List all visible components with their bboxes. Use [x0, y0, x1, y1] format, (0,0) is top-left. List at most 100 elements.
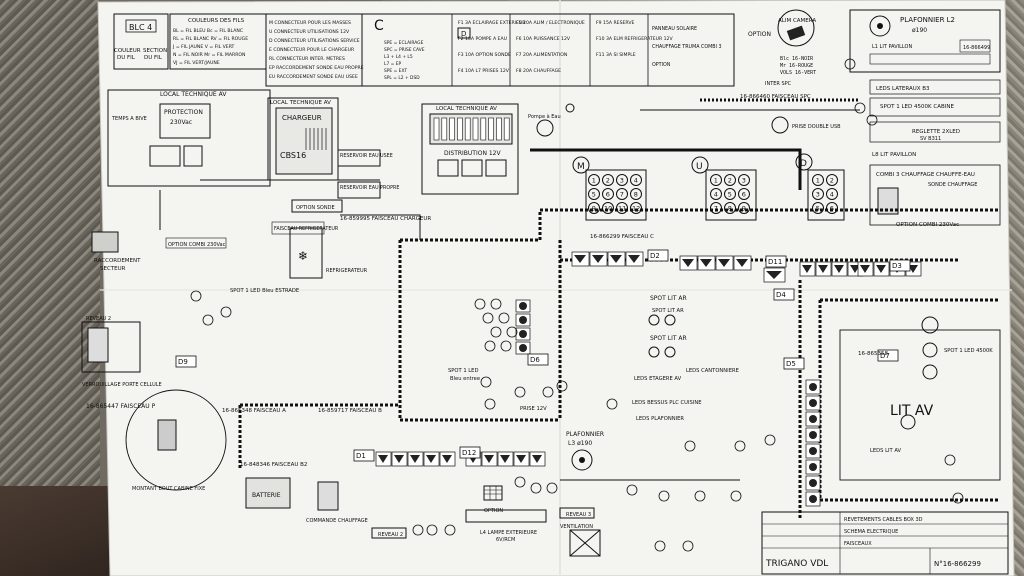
ground-circle: [426, 524, 438, 536]
fuse-aux-label: PANNEAU SOLAIRE: [652, 26, 697, 32]
raccordement: RACCORDEMENT: [94, 258, 141, 264]
terminal-screw: [532, 455, 542, 463]
terminal-screw: [818, 265, 828, 273]
chargeur-model: CBS16: [280, 151, 306, 160]
connector-pin: [724, 188, 736, 200]
connector-pin: [724, 174, 736, 186]
svg-text:OPTION COMBI 230Vac: OPTION COMBI 230Vac: [168, 242, 226, 248]
plafonnier-l2-size: ø190: [912, 27, 927, 34]
ground-circle: [444, 524, 456, 536]
fuse-extra-line: L7 = EP: [384, 61, 401, 67]
connector-pin: [738, 188, 750, 200]
batterie-block: BATTERIE: [245, 477, 291, 509]
plafonnier-l3: PLAFONNIER L3 ø190: [566, 431, 604, 471]
d-label-box: [773, 288, 795, 301]
d-label-box: [175, 355, 197, 368]
ground-circle: [482, 312, 494, 324]
connector-code-line: D CONNECTEUR UTILISATIONS SERVICE: [269, 38, 360, 44]
connector-pin-label: 6: [606, 191, 610, 199]
pompe-block: Pompe à Eau: [528, 103, 575, 137]
misc-symbols: [190, 58, 964, 552]
fuse-entry: F3 10A OPTION SONDE: [458, 52, 511, 58]
terminal-screw: [809, 431, 817, 439]
fuse-slot: [457, 117, 463, 141]
connector-pin: [630, 188, 642, 200]
connector-pin-label: 12: [632, 205, 640, 213]
ground-circle: [220, 306, 232, 318]
d-label: D1: [356, 452, 366, 460]
light-label: SPOT LIT AR: [652, 308, 684, 314]
pompe: Pompe à Eau: [528, 113, 561, 120]
svg-text:❄: ❄: [298, 249, 308, 263]
ground-circle: [490, 326, 502, 338]
option-combi: OPTION COMBI 230Vac: [896, 222, 959, 228]
connector-pin-label: 9: [742, 205, 746, 213]
color-code-line: RL = FIL BLANC RV = FIL ROUGE: [173, 36, 248, 42]
light-label: PRISE 12V: [520, 406, 547, 412]
faisceau-b2: 16-848346 FAISCEAU B2: [240, 462, 307, 468]
connector-pin: [588, 188, 600, 200]
terminal-screw: [736, 259, 748, 267]
reservoirs: RESERVOIR EAU USEE RESERVOIR EAU PROPRE …: [291, 149, 399, 213]
faisceau-spc: 16-866460 FAISCEAU SPC PRISE DOUBLE USB …: [700, 81, 860, 134]
d-label-box: [353, 449, 375, 462]
d-label: D9: [178, 358, 188, 366]
ground-circle: [658, 490, 670, 502]
fuse-entry: F11 3A SI SIMPLE: [596, 52, 636, 58]
svg-text:OPTION: OPTION: [484, 508, 503, 514]
connector-pin-label: 7: [714, 205, 718, 213]
terminal-screw: [766, 271, 782, 279]
svg-text:LEDS LATERAUX B3: LEDS LATERAUX B3: [876, 86, 930, 92]
terminal-screw: [519, 344, 527, 352]
connector-pin-label: 5: [816, 205, 820, 213]
svg-text:REVEAU 2: REVEAU 2: [86, 316, 111, 322]
connector-pin: [588, 174, 600, 186]
terminal-screw: [908, 265, 918, 273]
terminal-screw: [834, 265, 844, 273]
terminal-screw: [802, 265, 812, 273]
fuse-aux-label: CHAUFFAGE TRUMA COMBI 3: [652, 44, 722, 50]
ground-circle: [866, 114, 878, 126]
terminal-screw: [500, 455, 510, 463]
ground-circle: [412, 524, 424, 536]
connector-pin-label: 4: [634, 177, 638, 185]
terminal-screw: [809, 383, 817, 391]
connector-pin: [812, 202, 824, 214]
fuse-entry: F10 3A ELM REFRIGERATEUR 12V: [596, 36, 673, 42]
ventilation: VENTILATION: [560, 524, 593, 530]
connector-pin-label: 2: [830, 177, 834, 185]
connector-pin: [812, 188, 824, 200]
connector-pin: [616, 188, 628, 200]
connector-pin: [738, 202, 750, 214]
terminal-screw: [519, 330, 527, 338]
l4-lampe-sub: 6V/RCM: [496, 537, 515, 543]
chargeur-block: LOCAL TECHNIQUE AV CHARGEUR CBS16: [267, 97, 339, 181]
d-label-box: [765, 255, 787, 268]
verrouillage-block: VERROUILLAGE PORTE CELLULE 16-865447 FAI…: [81, 316, 162, 410]
light-label: LEDS ETAGERE AV: [634, 376, 682, 382]
light-label: LEDS PLAFONNIER: [636, 416, 684, 422]
terminal-screw: [519, 316, 527, 324]
svg-text:16-866499: 16-866499: [963, 45, 990, 51]
connector-code-line: M CONNECTEUR POUR LES MASSES: [269, 20, 351, 26]
montant-block: MONTANT BOUT CABINE FIXE: [125, 389, 227, 492]
connector-pin: [602, 202, 614, 214]
fuse-slot: [480, 117, 487, 141]
ground-circle: [500, 340, 512, 352]
fuse-entry: F4 10A L7 PRISES 12V: [458, 68, 510, 74]
svg-text:VOLS 16-VERT: VOLS 16-VERT: [780, 70, 816, 76]
faisceau-p: 16-865447 FAISCEAU P: [86, 403, 156, 410]
ground-circle: [190, 290, 202, 302]
option-label-top: OPTION: [748, 31, 771, 38]
legend-sample: BLC 4: [129, 23, 152, 32]
terminal-screw: [809, 447, 817, 455]
d-label: D3: [892, 262, 902, 270]
fuse-extra-line: SPL = L2 + DSD: [384, 75, 420, 81]
ground-circle: [730, 490, 742, 502]
ground-circle: [514, 476, 526, 488]
ground-circle: [546, 482, 558, 494]
local-tech-2: LOCAL TECHNIQUE AV: [270, 100, 331, 106]
connector-pin: [724, 202, 736, 214]
ground-circle: [556, 380, 568, 392]
camera-block: OPTION ALIM CAMERA Blc 16-NOIR Mr 16-ROU…: [748, 9, 816, 76]
